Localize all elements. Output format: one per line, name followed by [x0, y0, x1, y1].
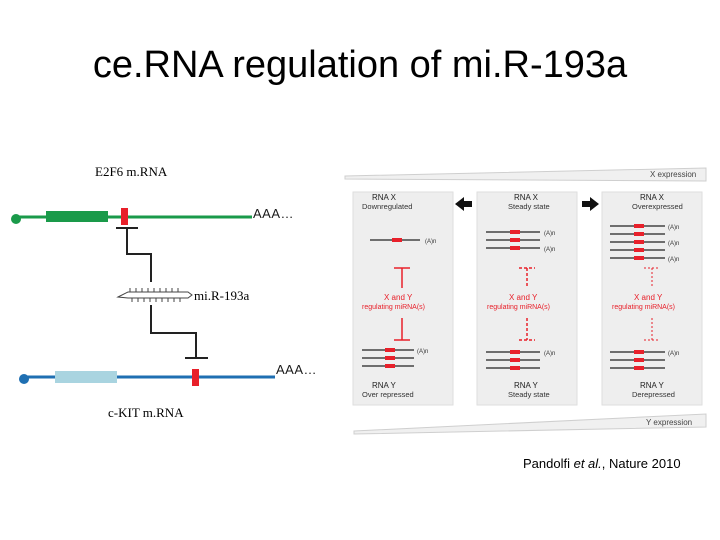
inhibition-connector-bottom [150, 305, 197, 358]
ckit-coding-block [55, 371, 117, 383]
col1-top-sub: Downregulated [362, 202, 412, 211]
svg-text:(A)n: (A)n [544, 351, 555, 357]
y-expression-wedge [353, 413, 707, 435]
left-arrow-icon [455, 197, 472, 211]
svg-text:(A)n: (A)n [668, 225, 679, 231]
col2-mid-sub: regulating miRNA(s) [487, 304, 550, 311]
right-arrow-icon [582, 197, 599, 211]
x-expression-label: X expression [650, 170, 696, 179]
citation: Pandolfi et al., Nature 2010 [523, 456, 681, 471]
slide-title: ce.RNA regulation of mi.R-193a [92, 44, 628, 86]
ckit-mrna-label: c-KIT m.RNA [108, 405, 184, 420]
col3-top-title: RNA X [640, 193, 665, 202]
column-overexpressed [601, 191, 703, 406]
svg-text:(A)n: (A)n [544, 231, 555, 237]
svg-text:(A)n: (A)n [668, 241, 679, 247]
ckit-cap [19, 374, 29, 384]
mir-193a-label: mi.R-193a [194, 288, 250, 303]
e2f6-mirna-site [121, 208, 128, 225]
col3-mid-sub: regulating miRNA(s) [612, 304, 675, 311]
column-downregulated [352, 191, 454, 406]
e2f6-cap [11, 214, 21, 224]
pandolfi-figure: X expression RNA X Downregulated RNA X S… [344, 167, 707, 435]
mirna-hairpin-icon [116, 288, 193, 302]
col2-top-title: RNA X [514, 193, 539, 202]
citation-author: Pandolfi [523, 456, 574, 471]
e2f6-coding-block [46, 211, 108, 222]
citation-journal: , Nature 2010 [601, 456, 681, 471]
col3-top-sub: Overexpressed [632, 202, 683, 211]
citation-etal: et al. [573, 456, 602, 471]
x-expression-wedge [344, 167, 707, 182]
svg-text:(A)n: (A)n [544, 247, 555, 253]
col3-bottom-sub: Derepressed [632, 390, 675, 399]
svg-text:(A)n: (A)n [417, 349, 428, 355]
svg-text:(A)n: (A)n [425, 239, 436, 245]
ckit-mirna-site [192, 369, 199, 386]
col1-bottom-title: RNA Y [372, 381, 397, 390]
col2-mid-title: X and Y [509, 293, 538, 302]
col2-top-sub: Steady state [508, 202, 550, 211]
col1-bottom-sub: Over repressed [362, 390, 414, 399]
col1-top-title: RNA X [372, 193, 397, 202]
col2-bottom-title: RNA Y [514, 381, 539, 390]
svg-text:(A)n: (A)n [668, 257, 679, 263]
inhibition-connector-top [126, 228, 152, 282]
e2f6-mrna-label: E2F6 m.RNA [95, 164, 168, 179]
col3-bottom-title: RNA Y [640, 381, 665, 390]
bottom-polya-tail: AAA… [276, 362, 318, 377]
top-polya-tail: AAA… [253, 206, 295, 221]
col2-bottom-sub: Steady state [508, 390, 550, 399]
svg-text:(A)n: (A)n [668, 351, 679, 357]
col1-mid-sub: regulating miRNA(s) [362, 304, 425, 311]
column-steady-state [476, 191, 578, 406]
y-expression-label: Y expression [646, 418, 692, 427]
col1-mid-title: X and Y [384, 293, 413, 302]
col3-mid-title: X and Y [634, 293, 663, 302]
